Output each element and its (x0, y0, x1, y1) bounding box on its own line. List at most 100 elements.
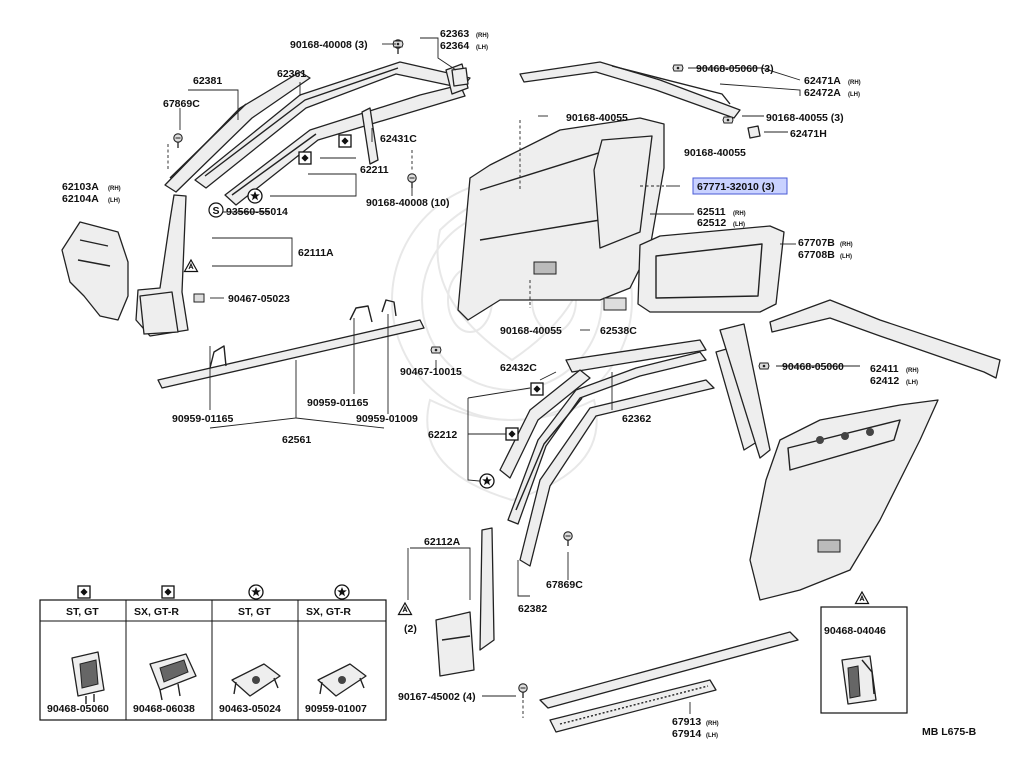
callout-62538c[interactable]: 62538C (600, 325, 637, 337)
callout-90467-10015[interactable]: 90467-10015 (400, 366, 462, 378)
svg-text:62511: 62511 (697, 206, 726, 218)
callout-62471h[interactable]: 62471H (790, 128, 827, 140)
star-circle-icon (479, 473, 495, 489)
callout-90168-40055-a[interactable]: 90168-40055 (566, 112, 628, 124)
svg-text:67707B: 67707B (798, 237, 835, 249)
callout-62363[interactable]: 62363 (RH) (440, 28, 489, 40)
part-62561-sill[interactable] (157, 299, 425, 389)
callout-62471a[interactable]: 62471A (RH) (804, 75, 861, 87)
part-62363-clip[interactable] (451, 67, 469, 87)
part-67913-scuff-plate[interactable] (539, 631, 799, 733)
svg-text:90468-05060: 90468-05060 (782, 361, 844, 373)
callout-90959-01009[interactable]: 90959-01009 (356, 413, 418, 425)
svg-text:(RH): (RH) (108, 186, 121, 192)
callout-62361[interactable]: 62361 (277, 68, 306, 80)
part-62362-weatherstrip[interactable] (507, 351, 707, 525)
callout-62472a[interactable]: 62472A (LH) (804, 87, 860, 99)
callout-62412[interactable]: 62412 (LH) (870, 375, 918, 387)
callout-90168-40055-c[interactable]: 90168-40055 (500, 325, 562, 337)
callout-90168-40055-b[interactable]: 90168-40055 (684, 147, 746, 159)
callout-67869c-top[interactable]: 67869C (163, 98, 200, 110)
svg-text:62362: 62362 (622, 413, 651, 425)
callout-90168-40055-3[interactable]: 90168-40055 (3) (766, 112, 844, 124)
callout-93560-55014[interactable]: 93560-55014 (226, 206, 288, 218)
callout-62431c[interactable]: 62431C (380, 133, 417, 145)
callout-62432c[interactable]: 62432C (500, 362, 537, 374)
callout-62104a[interactable]: 62104A (LH) (62, 193, 120, 205)
part-62411-quarter-trim[interactable] (715, 299, 1001, 601)
svg-text:90167-45002 (4): 90167-45002 (4) (398, 691, 476, 703)
svg-text:62103A: 62103A (62, 181, 99, 193)
svg-text:67708B: 67708B (798, 249, 835, 261)
part-62432c-pillar[interactable] (565, 339, 707, 373)
callout-67707b[interactable]: 67707B (RH) (798, 237, 853, 249)
part-62103a-pillar-trim[interactable] (61, 221, 129, 321)
triangle-a-icon (397, 602, 413, 616)
callout-62212[interactable]: 62212 (428, 429, 457, 441)
svg-text:62471H: 62471H (790, 128, 827, 140)
callout-62382[interactable]: 62382 (518, 603, 547, 615)
svg-text:62212: 62212 (428, 429, 457, 441)
callout-90468-04046[interactable]: 90468-04046 (824, 625, 886, 637)
callout-90168-40008-top[interactable]: 90168-40008 (3) (290, 39, 368, 51)
callout-90167-45002[interactable]: 90167-45002 (4) (398, 691, 476, 703)
callout-62111a[interactable]: 62111A (298, 247, 334, 259)
legend-header-4: SX, GT-R (306, 606, 351, 618)
callout-62103a[interactable]: 62103A (RH) (62, 181, 121, 193)
callout-qty-2[interactable]: (2) (404, 623, 417, 635)
callout-62512[interactable]: 62512 (LH) (697, 217, 745, 229)
callout-90959-01165-left[interactable]: 90959-01165 (172, 413, 233, 425)
callout-90468-05060-top[interactable]: 90468-05060 (3) (696, 63, 774, 75)
svg-text:90959-01165: 90959-01165 (172, 413, 233, 425)
callout-62411[interactable]: 62411 (RH) (870, 363, 919, 375)
legend-part-4[interactable]: 90959-01007 (305, 703, 367, 715)
callout-67914[interactable]: 67914 (LH) (672, 728, 718, 740)
svg-text:62364: 62364 (440, 40, 469, 52)
part-62511-door-trim[interactable] (457, 117, 665, 321)
svg-text:90168-40055: 90168-40055 (566, 112, 628, 124)
callout-62211[interactable]: 62211 (360, 164, 389, 176)
callout-90468-05060-mid[interactable]: 90468-05060 (782, 361, 844, 373)
part-62212-garnish[interactable] (499, 369, 591, 479)
callout-90959-01165-right[interactable]: 90959-01165 (307, 397, 368, 409)
callout-67869c-bottom[interactable]: 67869C (546, 579, 583, 591)
star-circle-icon (247, 188, 263, 204)
part-62111a-kick-panel[interactable] (135, 194, 189, 337)
svg-text:62112A: 62112A (424, 536, 461, 548)
svg-text:62382: 62382 (518, 603, 547, 615)
callout-62561[interactable]: 62561 (282, 434, 311, 446)
part-90467-05023-clip[interactable] (193, 293, 205, 303)
part-62112a-kick-panel[interactable] (435, 527, 495, 677)
callout-62362[interactable]: 62362 (622, 413, 651, 425)
legend-part-1[interactable]: 90468-05060 (47, 703, 109, 715)
callout-62112a[interactable]: 62112A (424, 536, 461, 548)
callout-90467-05023[interactable]: 90467-05023 (228, 293, 290, 305)
svg-text:62512: 62512 (697, 217, 726, 229)
callout-67913[interactable]: 67913 (RH) (672, 716, 719, 728)
legend-clip-1-drawing (71, 651, 105, 704)
part-62382-garnish[interactable] (519, 379, 715, 567)
legend-header-1: ST, GT (66, 606, 99, 618)
part-62381-garnish[interactable] (164, 71, 311, 193)
svg-text:90468-05060: 90468-05060 (47, 703, 109, 715)
part-62471h-cap[interactable] (747, 125, 761, 139)
callout-62364[interactable]: 62364 (LH) (440, 40, 488, 52)
svg-text:90959-01007: 90959-01007 (305, 703, 367, 715)
callout-67771-32010[interactable]: 67771-32010 (3) (692, 177, 788, 195)
callout-90168-40008-mid[interactable]: 90168-40008 (10) (366, 197, 449, 209)
legend-part-3[interactable]: 90463-05024 (219, 703, 281, 715)
callout-62381[interactable]: 62381 (193, 75, 222, 87)
svg-text:62471A: 62471A (804, 75, 841, 87)
svg-text:(LH): (LH) (706, 733, 718, 739)
svg-text:62211: 62211 (360, 164, 389, 176)
part-67707b-panel[interactable] (637, 225, 785, 313)
part-62471a-roof-rail[interactable] (519, 61, 741, 119)
callout-62511[interactable]: 62511 (RH) (697, 206, 746, 218)
svg-text:S: S (213, 205, 220, 217)
part-62538c-clip[interactable] (603, 297, 627, 311)
clip-icon (430, 346, 442, 354)
screw-icon (173, 133, 183, 149)
callout-67708b[interactable]: 67708B (LH) (798, 249, 852, 261)
legend-part-2[interactable]: 90468-06038 (133, 703, 195, 715)
